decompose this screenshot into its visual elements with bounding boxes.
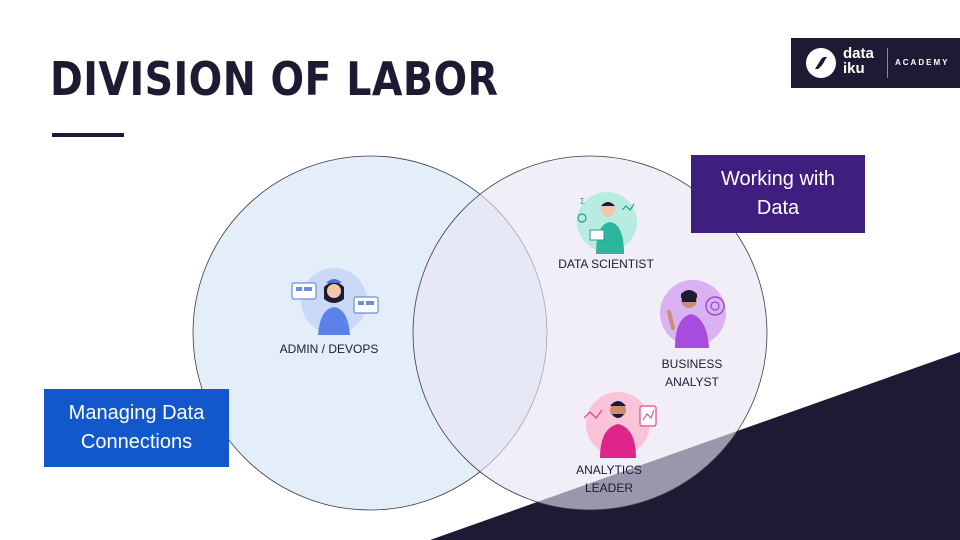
- logo-wordmark: data iku: [843, 45, 874, 77]
- business-analyst-illustration: [660, 280, 726, 348]
- right-circle: [412, 155, 768, 511]
- role-label-business-analyst: BUSINESS ANALYST: [661, 357, 723, 389]
- analytics-leader-illustration: [583, 392, 657, 458]
- title-underline: [52, 133, 124, 137]
- role-label-admin-devops: ADMIN / DEVOPS: [279, 342, 379, 356]
- dataiku-academy-logo: data iku ACADEMY: [791, 38, 960, 88]
- role-label-analytics-leader: ANALYTICS LEADER: [576, 463, 642, 495]
- svg-text:Σ: Σ: [580, 197, 585, 206]
- working-with-data-box: Working with Data: [691, 155, 865, 233]
- logo-separator: [887, 48, 888, 78]
- slide-title: DIVISION OF LABOR: [50, 52, 499, 106]
- role-label-data-scientist: DATA SCIENTIST: [558, 257, 654, 271]
- admin-devops-illustration: [291, 268, 379, 335]
- bird-icon: [806, 48, 836, 78]
- data-scientist-illustration: Σ: [577, 192, 637, 254]
- managing-data-connections-box: Managing Data Connections: [44, 389, 229, 467]
- logo-academy-tag: ACADEMY: [895, 58, 950, 67]
